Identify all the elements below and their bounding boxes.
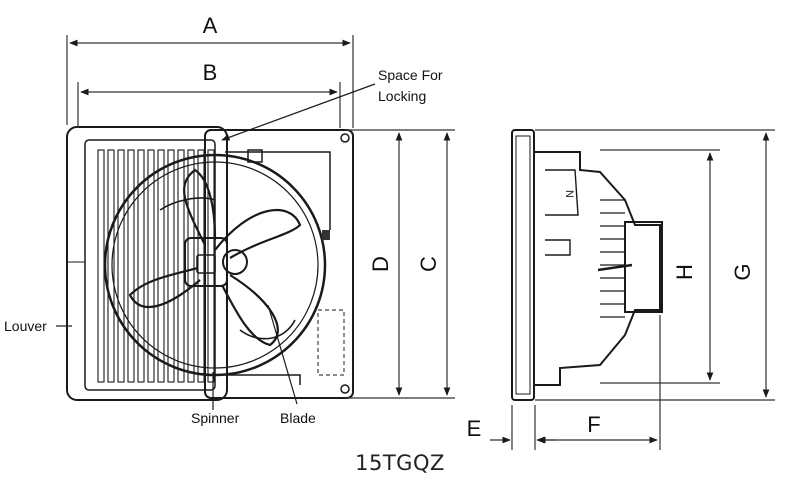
screw-bottom-right (340, 384, 350, 394)
dim-label-c: C (416, 256, 441, 272)
dim-label-h: H (672, 264, 697, 280)
dim-label-g: G (730, 263, 755, 280)
louver-slat (107, 149, 115, 383)
callout-louver: Louver (4, 318, 47, 334)
dim-label-f: F (587, 412, 600, 437)
louver-slat (207, 149, 215, 383)
louver-slat (187, 149, 195, 383)
spinner-hub (184, 237, 228, 287)
callout-space-for-locking-1: Space For (378, 67, 443, 83)
side-body (533, 151, 661, 386)
callout-space-for-locking-2: Locking (378, 88, 426, 104)
louver-slat (177, 149, 185, 383)
callout-blade: Blade (280, 410, 316, 426)
fan-housing-ring (103, 153, 327, 377)
svg-text:N: N (563, 190, 575, 198)
louver-slat (97, 149, 105, 383)
side-motor-fins (600, 199, 625, 318)
louver-slats (97, 149, 215, 383)
louver-slat (127, 149, 135, 383)
dim-label-d: D (368, 256, 393, 272)
louver-slat (157, 149, 165, 383)
louver-slat (147, 149, 155, 383)
screw-top-right (340, 133, 350, 143)
louver-slat (197, 149, 205, 383)
callout-leaders (56, 83, 376, 410)
callout-spinner: Spinner (191, 410, 240, 426)
dim-label-b: B (203, 60, 218, 85)
dim-label-a: A (203, 13, 218, 38)
dim-label-e: E (467, 416, 482, 441)
side-front-plate (511, 129, 535, 401)
model-number: 15TGQZ (355, 451, 445, 475)
dimension-lines (66, 35, 775, 450)
louver-slat (117, 149, 125, 383)
fan-housing-ring-inner (111, 161, 319, 369)
louver-slat (167, 149, 175, 383)
fan-body-outline (204, 129, 354, 399)
side-motor (624, 221, 663, 313)
locking-slot (247, 149, 263, 163)
front-view (66, 126, 354, 401)
fan-blades (128, 168, 302, 347)
louver-slat (137, 149, 145, 383)
side-view: N (511, 129, 663, 401)
dashed-box (317, 309, 345, 376)
